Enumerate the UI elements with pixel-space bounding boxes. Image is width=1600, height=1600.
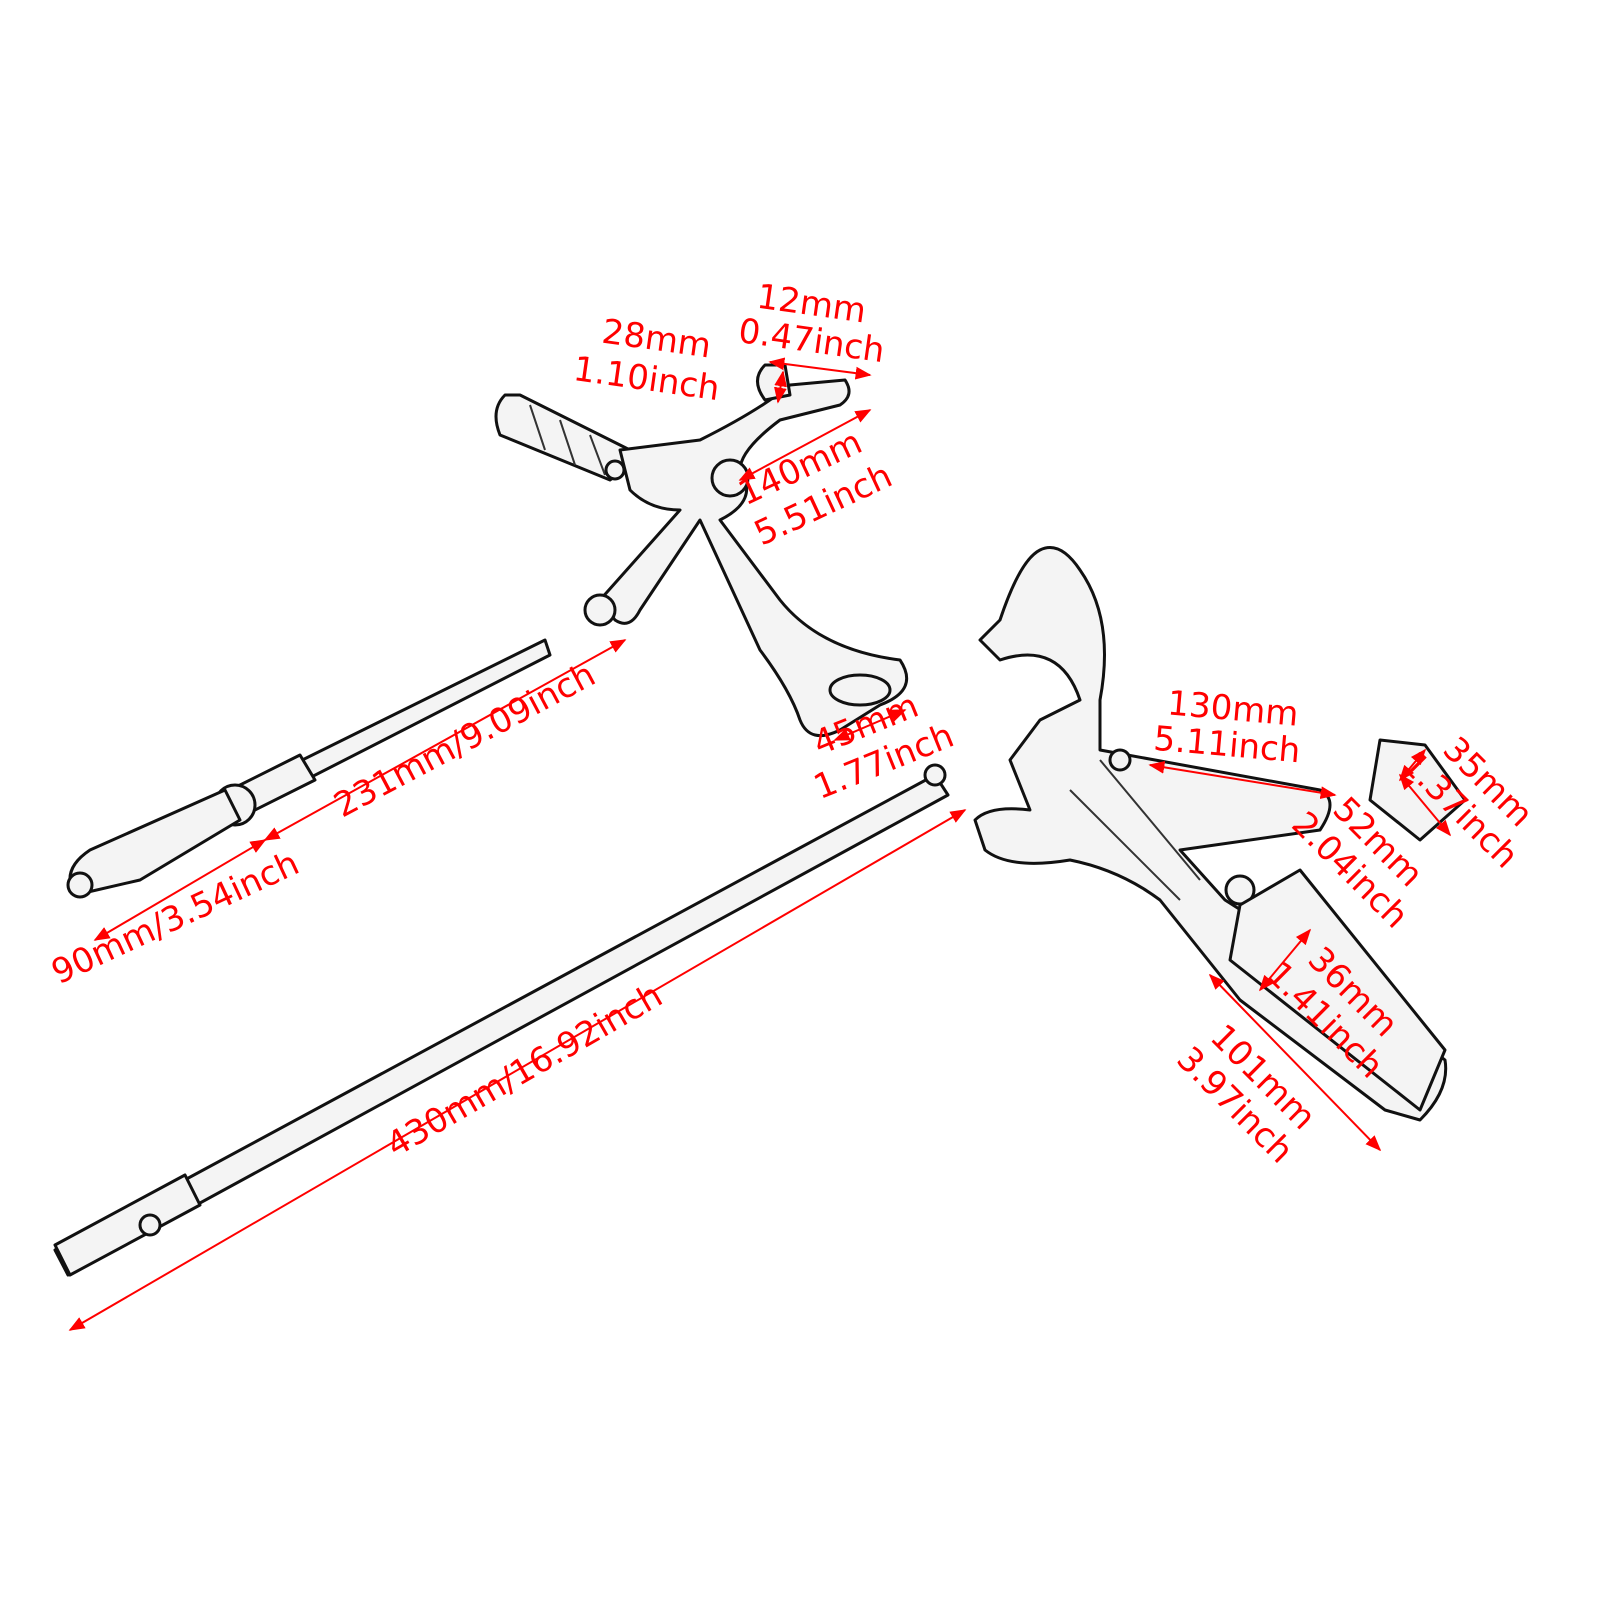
toe-peg [756, 363, 792, 402]
shifter-bracket [598, 378, 909, 738]
shifter-assembly [66, 363, 909, 899]
dimension-lines [68, 357, 1452, 1331]
